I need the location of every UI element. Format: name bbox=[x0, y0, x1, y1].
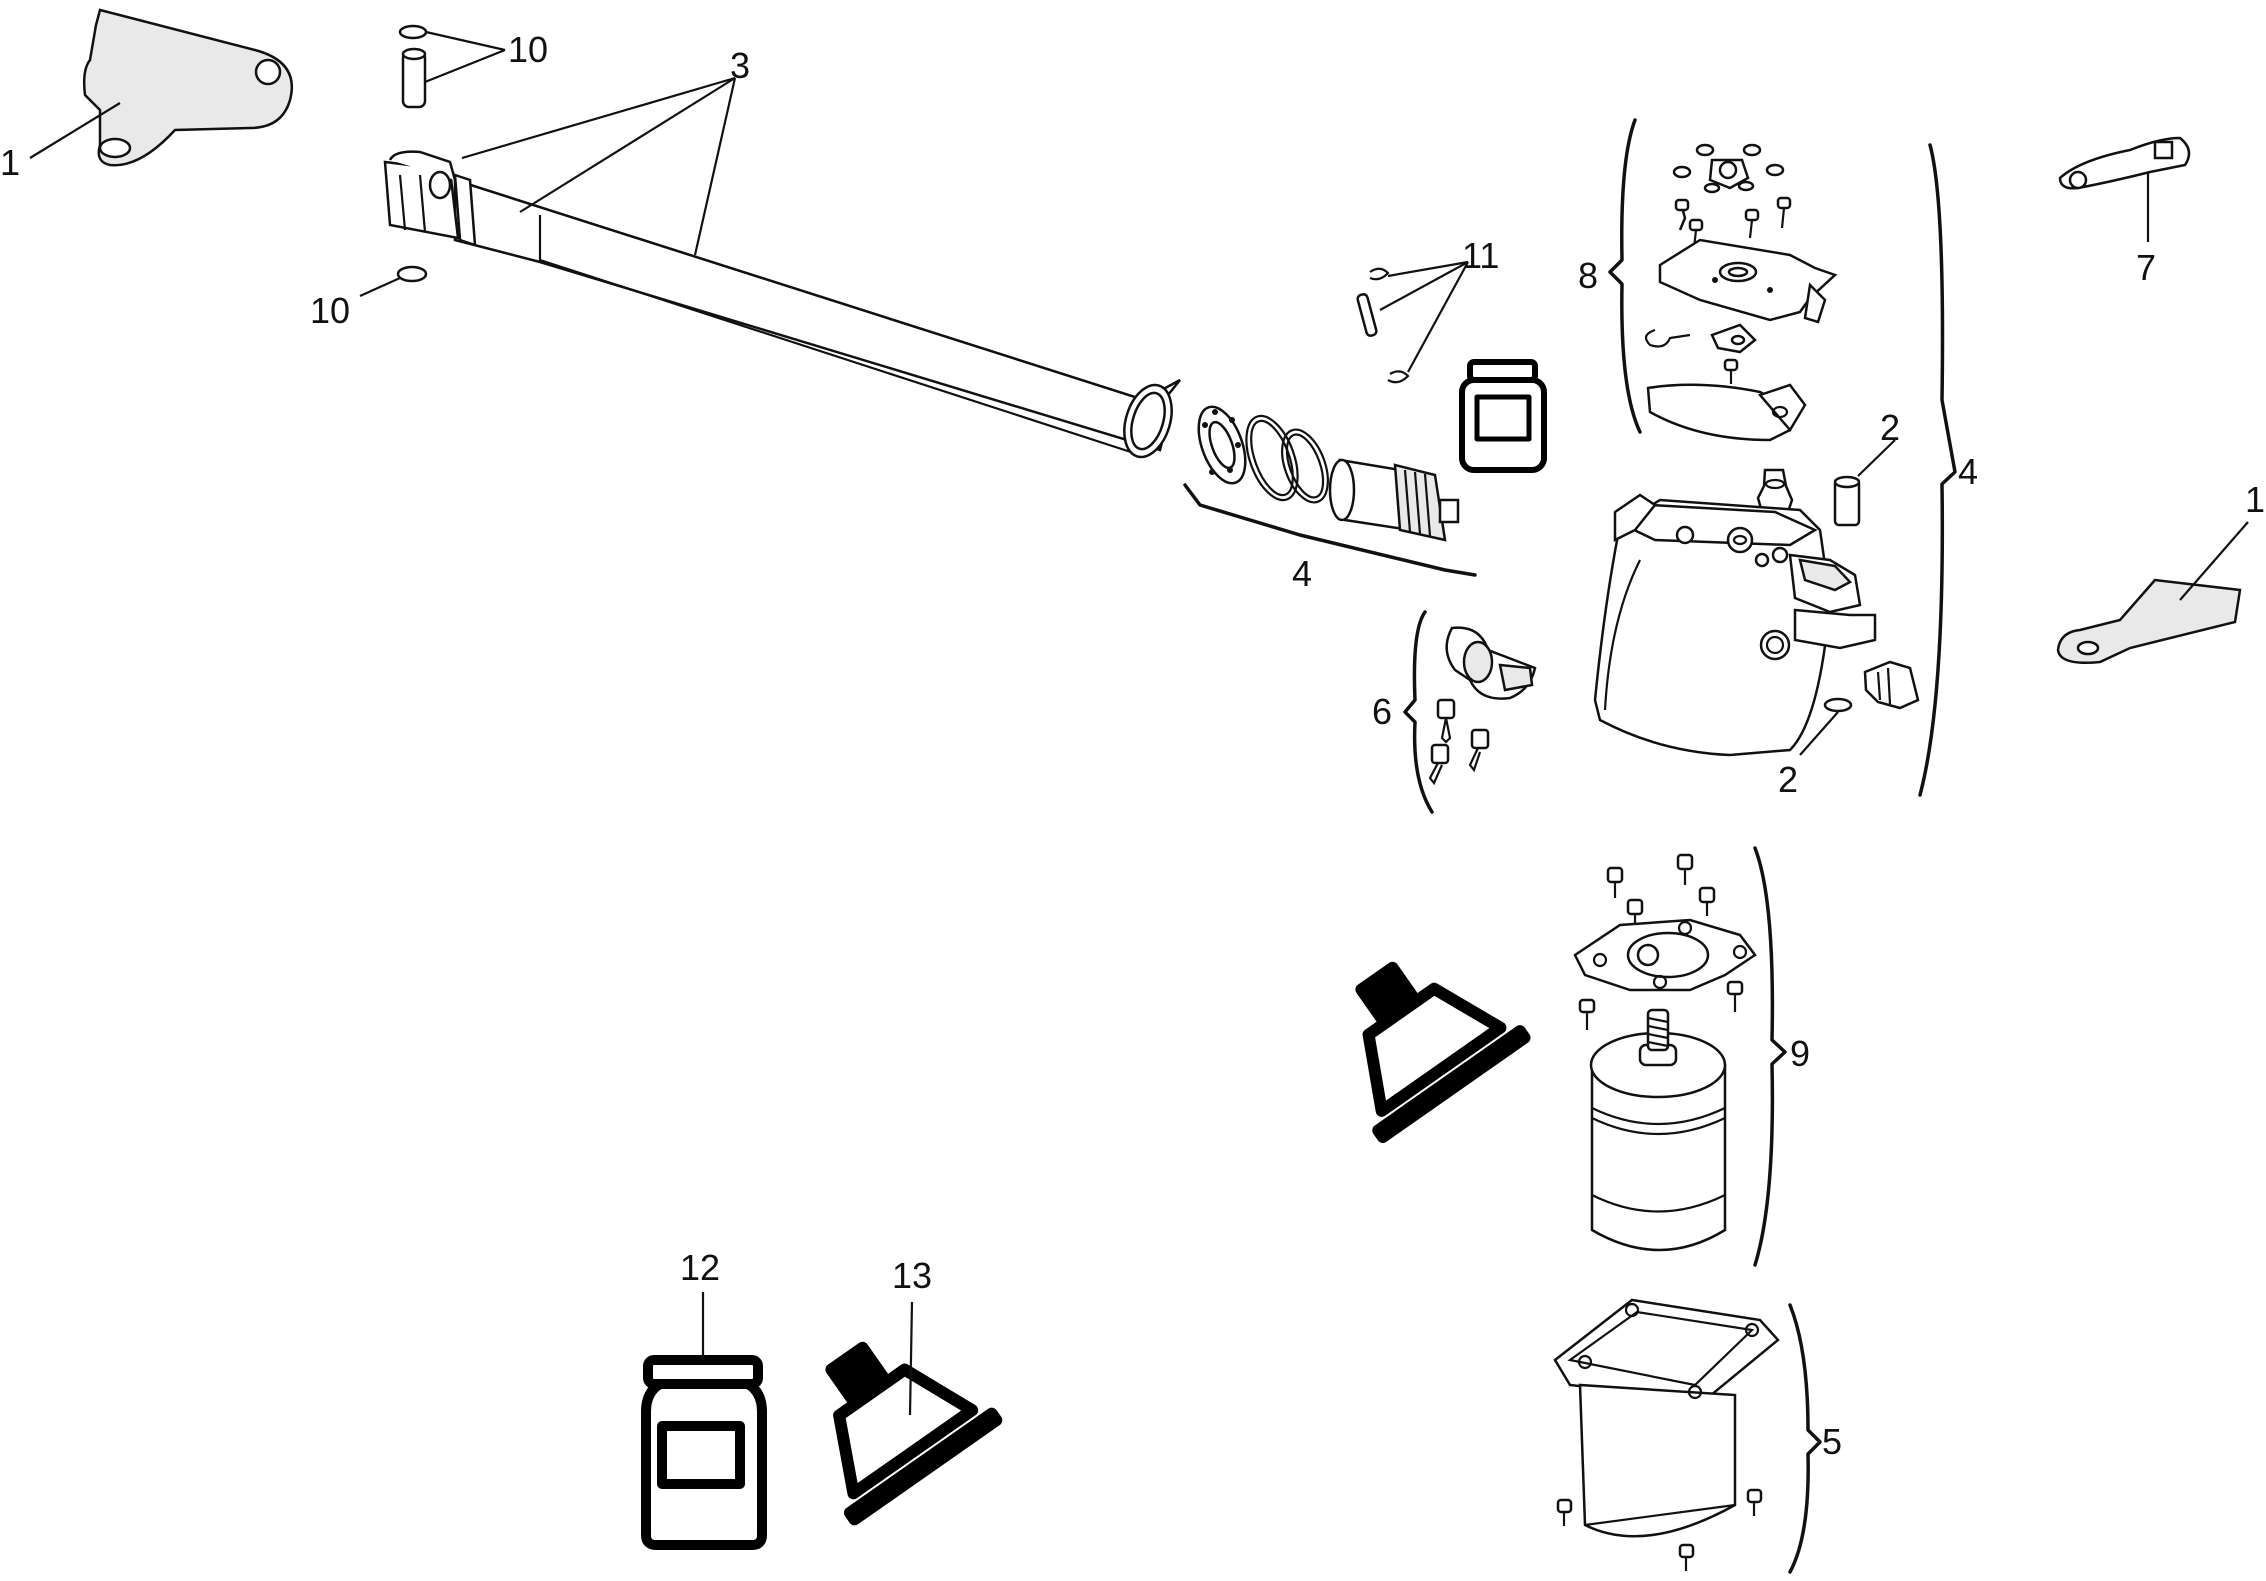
callout-11: 11 bbox=[1462, 235, 1499, 276]
grease-jar bbox=[641, 1292, 767, 1550]
bracket-right bbox=[2056, 521, 2249, 664]
callout-2-lower: 2 bbox=[1778, 759, 1798, 800]
screw-6c bbox=[1428, 743, 1450, 786]
sealant-tube-large bbox=[1355, 961, 1531, 1143]
gearbox bbox=[1553, 1298, 1822, 1574]
callout-9: 9 bbox=[1790, 1033, 1810, 1074]
motor-kit bbox=[1355, 846, 1787, 1267]
ring-bottom bbox=[359, 265, 428, 298]
screw-5a bbox=[1556, 1498, 1573, 1526]
screw-6a bbox=[1436, 698, 1456, 744]
callout-3: 3 bbox=[730, 45, 750, 86]
screw-9-left bbox=[1578, 998, 1596, 1030]
pin-and-ring-top bbox=[398, 24, 506, 109]
motor-housing bbox=[1593, 143, 1957, 797]
board-middle bbox=[1644, 238, 1838, 384]
motor-body bbox=[1589, 1008, 1727, 1252]
callout-12: 12 bbox=[680, 1247, 720, 1288]
callout-4-gear: 4 bbox=[1292, 553, 1312, 594]
board-top bbox=[1672, 143, 1792, 249]
screw-5c bbox=[1678, 1543, 1695, 1571]
screw-9-right bbox=[1726, 980, 1744, 1012]
electronics-kit bbox=[1608, 118, 1838, 442]
grease-jar-small bbox=[1459, 359, 1547, 473]
pin-kit bbox=[1356, 260, 1547, 473]
callout-2-upper: 2 bbox=[1880, 407, 1900, 448]
bracket-left bbox=[29, 8, 293, 167]
gear-kit bbox=[1183, 405, 1477, 577]
callout-1-right: 1 bbox=[2245, 479, 2265, 520]
callout-4-housing: 4 bbox=[1958, 451, 1978, 492]
callout-6: 6 bbox=[1372, 691, 1392, 732]
release-lever bbox=[2058, 136, 2191, 242]
screw-5b bbox=[1746, 1488, 1763, 1516]
callout-10-bottom: 10 bbox=[310, 290, 350, 331]
motor-screws-top bbox=[1606, 853, 1716, 928]
screw-6b bbox=[1468, 728, 1490, 773]
cover-clip bbox=[1403, 610, 1537, 814]
cover-shell bbox=[1646, 383, 1807, 442]
callout-8: 8 bbox=[1578, 255, 1598, 296]
callout-7: 7 bbox=[2136, 247, 2156, 288]
sealant-tube bbox=[825, 1301, 1003, 1526]
callout-5: 5 bbox=[1822, 1421, 1842, 1462]
actuator-tube bbox=[383, 76, 1181, 459]
callout-10-top: 10 bbox=[508, 29, 548, 70]
callout-1-left: 1 bbox=[0, 142, 20, 183]
callout-13: 13 bbox=[892, 1255, 932, 1296]
